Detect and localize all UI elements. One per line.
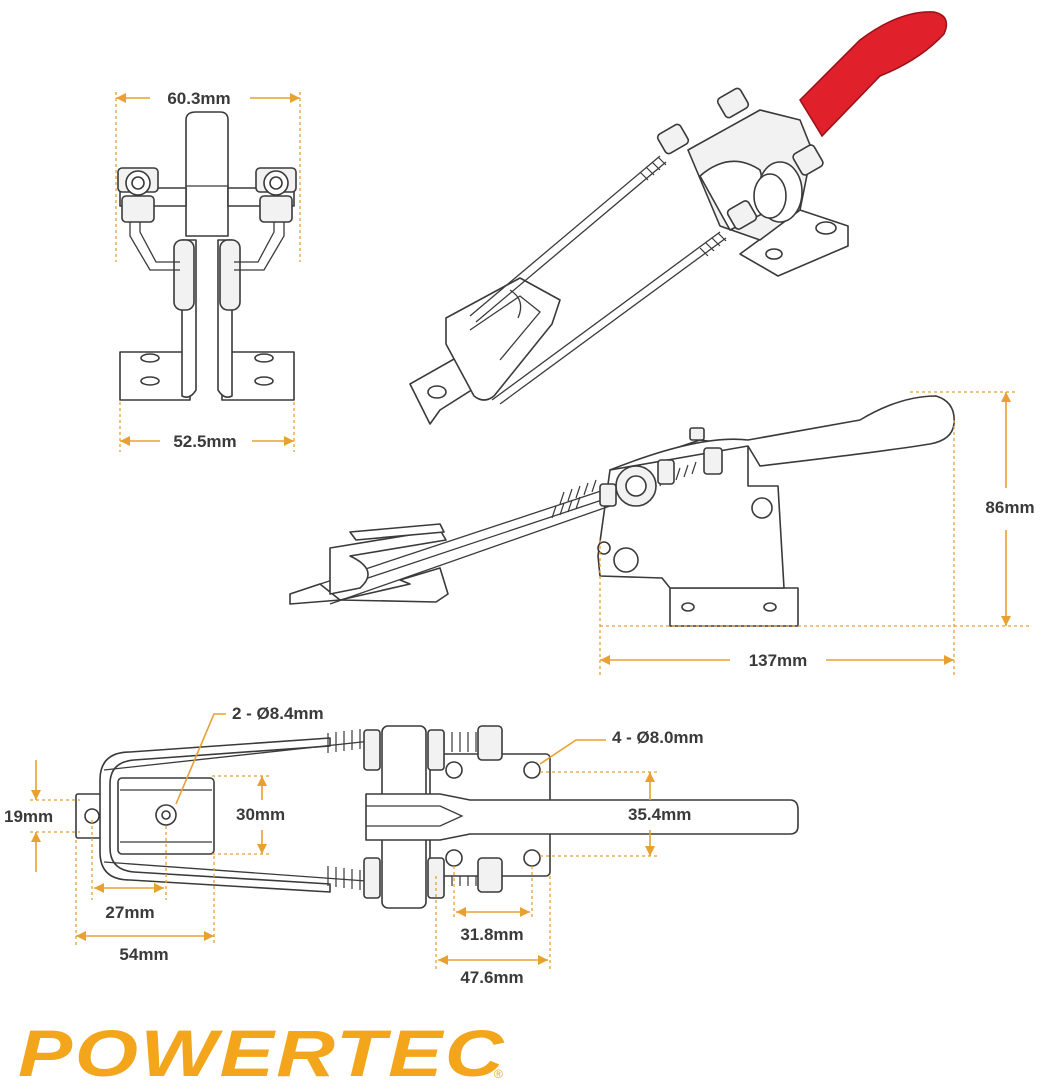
dim-side-length: 137mm [599, 420, 955, 676]
dim-hook-length-label: 54mm [119, 945, 168, 964]
dim-side-height-label: 86mm [985, 498, 1034, 517]
dim-hook-length: 54mm [75, 840, 215, 964]
callout-base-holes-label: 4 - Ø8.0mm [612, 728, 704, 747]
dim-base-hole-spacing-h: 31.8mm [453, 866, 533, 944]
trademark-symbol: ® [494, 1067, 503, 1081]
logo-text: POWERTEC [18, 1016, 506, 1090]
dim-side-height: 86mm [600, 391, 1035, 627]
dim-side-length-label: 137mm [749, 651, 808, 670]
callout-hook-holes: 2 - Ø8.4mm [175, 704, 324, 805]
isometric-view [409, 11, 948, 425]
dim-front-top: 60.3mm [115, 89, 301, 262]
front-view [117, 111, 297, 401]
dim-hook-inner-height: 30mm [212, 775, 285, 855]
powertec-logo: POWERTEC ® [18, 1016, 506, 1090]
dim-hook-hole-offset-label: 27mm [105, 903, 154, 922]
dim-hook-inner-height-label: 30mm [236, 805, 285, 824]
dim-hook-hole-spacing-v-label: 19mm [4, 807, 53, 826]
top-view [75, 725, 799, 909]
dim-base-hole-spacing-h-label: 31.8mm [460, 925, 523, 944]
dim-hook-hole-offset: 27mm [91, 820, 167, 922]
dim-front-top-label: 60.3mm [167, 89, 230, 108]
dim-base-width: 47.6mm [435, 876, 551, 987]
callout-hook-holes-label: 2 - Ø8.4mm [232, 704, 324, 723]
callout-base-holes: 4 - Ø8.0mm [539, 728, 704, 765]
side-view [289, 395, 955, 627]
dim-front-base: 52.5mm [119, 402, 295, 452]
dim-base-hole-spacing-v-label: 35.4mm [628, 805, 691, 824]
dim-base-hole-spacing-v: 35.4mm [540, 771, 691, 857]
dim-front-base-label: 52.5mm [173, 432, 236, 451]
dim-hook-hole-spacing-v: 19mm [4, 760, 80, 872]
dim-base-width-label: 47.6mm [460, 968, 523, 987]
